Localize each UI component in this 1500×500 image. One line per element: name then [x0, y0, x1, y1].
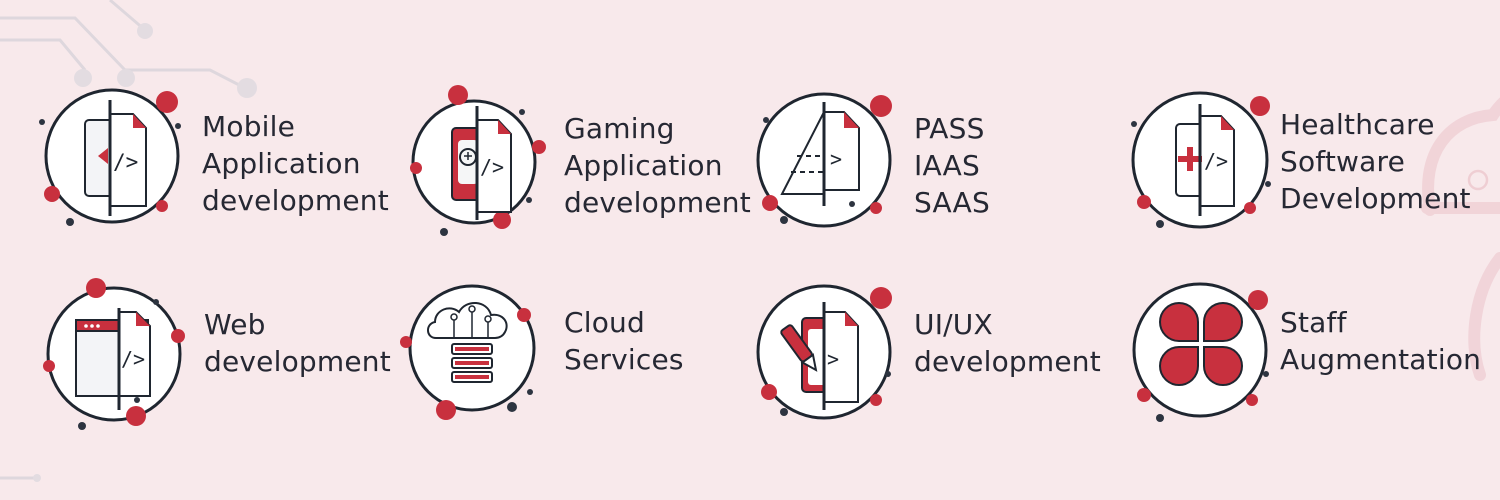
service-cloud-platforms[interactable]: > PASS IAAS SAAS: [754, 92, 1114, 252]
svg-text:/>: />: [1204, 149, 1228, 173]
service-cloud-services[interactable]: Cloud Services: [400, 282, 764, 442]
service-healthcare-software-development[interactable]: /> Healthcare Software Development: [1120, 88, 1480, 248]
service-label: Healthcare Software Development: [1280, 106, 1500, 217]
service-label-line: Staff: [1280, 306, 1347, 339]
service-label: Staff Augmentation: [1280, 304, 1500, 378]
service-label-line: Augmentation: [1280, 343, 1482, 376]
cloud-platform-icon: >: [754, 92, 914, 252]
healthcare-code-icon: />: [1120, 88, 1280, 248]
service-label-line: Software: [1280, 145, 1406, 178]
svg-text:>: >: [830, 147, 842, 171]
service-label-line: Gaming: [564, 112, 675, 145]
service-label-line: SAAS: [914, 186, 990, 219]
service-label-line: Application: [564, 149, 723, 182]
design-tool-icon: >: [754, 284, 914, 444]
service-label-line: development: [202, 184, 389, 217]
service-label: Web development: [204, 306, 424, 380]
svg-text:/>: />: [480, 155, 504, 179]
service-label: Mobile Application development: [202, 108, 422, 219]
service-gaming-application-development[interactable]: /> Gaming Application development: [404, 85, 764, 252]
service-label-line: Cloud: [564, 306, 645, 339]
staff-augmentation-icon: [1120, 282, 1280, 442]
service-label-line: Services: [564, 343, 684, 376]
service-mobile-application-development[interactable]: /> Mobile Application development: [39, 86, 402, 246]
svg-text:/>: />: [121, 347, 145, 371]
service-label: Gaming Application development: [564, 110, 784, 221]
gaming-code-icon: />: [404, 85, 564, 252]
service-label-line: Web: [204, 308, 266, 341]
service-label-line: development: [564, 186, 751, 219]
service-web-development[interactable]: /> Web development: [43, 278, 404, 444]
service-label: PASS IAAS SAAS: [914, 110, 1134, 221]
svg-text:>: >: [827, 347, 839, 371]
svg-text:/>: />: [113, 150, 138, 174]
service-label-line: IAAS: [914, 149, 980, 182]
service-label-line: Mobile: [202, 110, 296, 143]
service-label-line: development: [914, 345, 1101, 378]
service-staff-augmentation[interactable]: Staff Augmentation: [1120, 282, 1481, 442]
service-label-line: development: [204, 345, 391, 378]
service-label-line: PASS: [914, 112, 985, 145]
service-label: Cloud Services: [564, 304, 784, 378]
service-label: UI/UX development: [914, 306, 1134, 380]
mobile-code-icon: />: [39, 86, 202, 246]
service-label-line: Healthcare: [1280, 108, 1435, 141]
service-label-line: UI/UX: [914, 308, 993, 341]
service-ui-ux-development[interactable]: > UI/UX development: [754, 284, 1114, 444]
service-label-line: Application: [202, 147, 361, 180]
service-label-line: Development: [1280, 182, 1471, 215]
cloud-services-icon: [400, 282, 564, 442]
web-code-icon: />: [43, 278, 204, 444]
